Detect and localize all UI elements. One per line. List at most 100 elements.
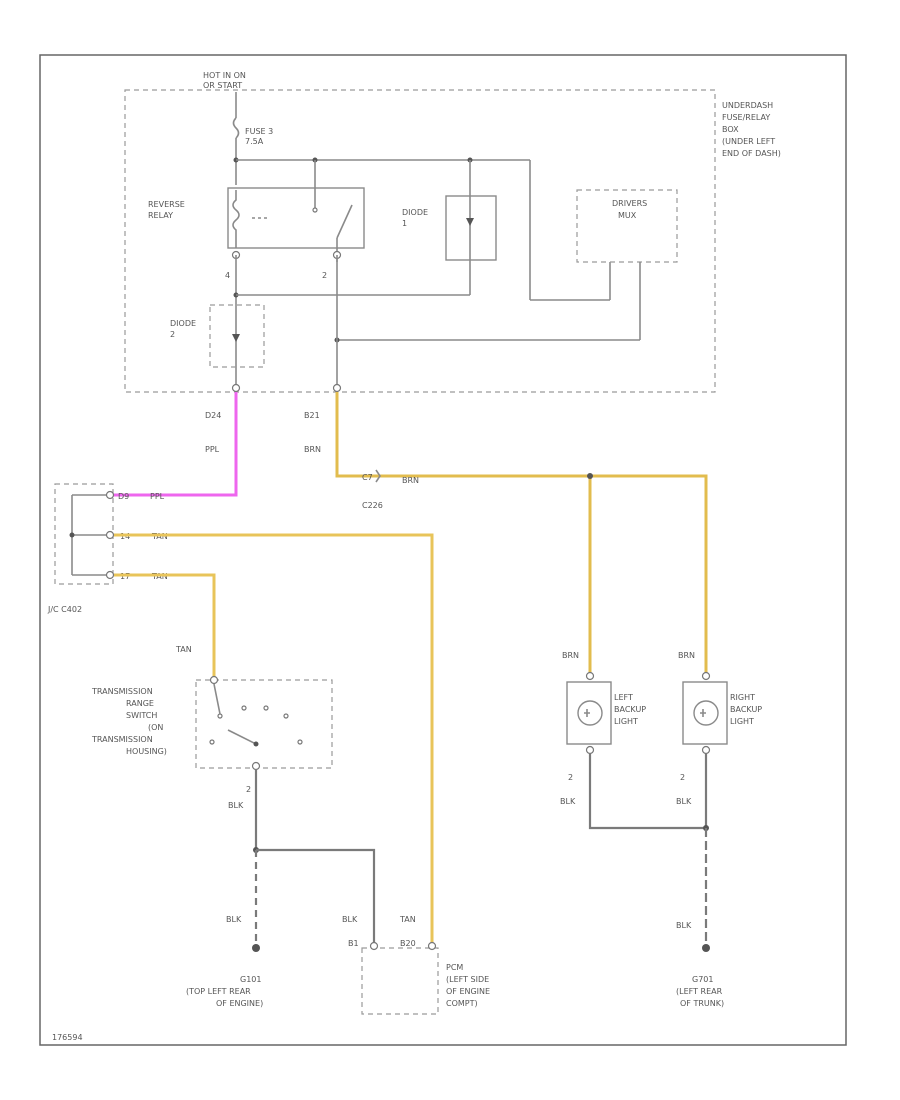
- pcm-blk-wire: [256, 848, 376, 942]
- pcm-label-2: (LEFT SIDE: [446, 975, 489, 984]
- left-light-label-2: BACKUP: [614, 705, 646, 714]
- right-light-label-2: BACKUP: [730, 705, 762, 714]
- drivers-mux-box: [576, 189, 678, 263]
- right-light-pin-bottom: [701, 745, 711, 755]
- diagram-id: 176594: [52, 1033, 83, 1042]
- ground-right-blk: BLK: [676, 921, 692, 930]
- right-light-brn: BRN: [678, 651, 695, 660]
- pcm-tan: TAN: [399, 915, 416, 924]
- connector-c7-symbol: [375, 469, 381, 483]
- right-light-pin: 2: [680, 773, 685, 782]
- relay-label-1: REVERSE: [148, 200, 185, 209]
- diode1-box: [445, 195, 497, 261]
- wire-brn: BRN: [304, 445, 321, 454]
- fuse-box-label-3: BOX: [722, 125, 739, 134]
- ground-right-label-2: (LEFT REAR: [676, 987, 723, 996]
- ground-left-label-1: G101: [240, 975, 261, 984]
- right-light-filament: [700, 709, 706, 717]
- conn-c7: C7: [362, 473, 373, 482]
- ground-right-label-3: OF TRUNK): [680, 999, 724, 1008]
- jc-ppl-label: PPL: [150, 492, 165, 501]
- power-label-1: HOT IN ON: [203, 71, 246, 80]
- ppl-wire: [108, 392, 238, 497]
- right-light-pin-top: [701, 671, 711, 681]
- right-light-label-1: RIGHT: [730, 693, 755, 702]
- brn-wire-main: [335, 392, 708, 672]
- jc-label: J/C C402: [47, 605, 82, 614]
- fuse-box-label-1: UNDERDASH: [722, 101, 773, 110]
- wire-d24: D24: [205, 411, 221, 420]
- switch-contact-2: [241, 705, 247, 711]
- switch-arm: [227, 729, 257, 745]
- tan-wire-switch: [114, 573, 216, 676]
- ground-left-label-3: OF ENGINE): [216, 999, 263, 1008]
- switch-label-1: TRANSMISSION: [91, 687, 153, 696]
- switch-pivot: [253, 741, 259, 747]
- ground-left-blk: BLK: [226, 915, 242, 924]
- switch-label-4: (ON: [148, 723, 163, 732]
- left-light-label-1: LEFT: [614, 693, 633, 702]
- fuse-rating: 7.5A: [245, 137, 264, 146]
- diode2-label-1: DIODE: [170, 319, 196, 328]
- switch-contact-5: [297, 739, 303, 745]
- pcm-label-4: COMPT): [446, 999, 478, 1008]
- diode1-symbol: [466, 218, 474, 226]
- diode1-label-1: DIODE: [402, 208, 428, 217]
- switch-label-5: TRANSMISSION: [91, 735, 153, 744]
- terminal-b21: [332, 383, 342, 393]
- fuse-box-label-2: FUSE/RELAY: [722, 113, 770, 122]
- jc-pin-d9-label: D9: [118, 492, 129, 501]
- ground-left-eyelet: [252, 944, 260, 952]
- ground-right-eyelet: [702, 944, 710, 952]
- wire-b21: B21: [304, 411, 320, 420]
- fuse-name: FUSE 3: [245, 127, 273, 136]
- wire-ppl: PPL: [205, 445, 220, 454]
- pcm-pin-b20: [427, 941, 437, 951]
- left-light-bulb: [577, 700, 603, 726]
- left-light-pin-top: [585, 671, 595, 681]
- diode2-symbol: [232, 334, 240, 342]
- switch-label-3: SWITCH: [126, 711, 157, 720]
- pcm-box: [361, 947, 439, 1015]
- relay-pin-right: 2: [322, 271, 327, 280]
- ground-right-label-1: G701: [692, 975, 713, 984]
- relay-label-2: RELAY: [148, 211, 173, 220]
- reverse-relay-box: [227, 187, 365, 249]
- pcm-blk: BLK: [342, 915, 358, 924]
- switch-contact-6: [209, 739, 215, 745]
- jc-splice: [69, 532, 75, 538]
- left-light-pin-bottom: [585, 745, 595, 755]
- left-light-blk: BLK: [560, 797, 576, 806]
- left-light-box: [566, 681, 612, 745]
- wire-brn-2: BRN: [402, 476, 419, 485]
- switch-blk: BLK: [228, 801, 244, 810]
- power-label-2: OR START: [203, 81, 242, 90]
- switch-label-6: HOUSING): [126, 747, 167, 756]
- left-light-brn: BRN: [562, 651, 579, 660]
- relay-contact-point: [312, 207, 318, 213]
- switch-pin-2: 2: [246, 785, 251, 794]
- switch-contact-1: [217, 713, 223, 719]
- right-light-blk: BLK: [676, 797, 692, 806]
- jc-pin-14: [105, 530, 115, 540]
- pcm-label-3: OF ENGINE: [446, 987, 490, 996]
- tan-wire-pcm: [114, 533, 434, 942]
- pcm-pin-b1-label: B1: [348, 939, 359, 948]
- left-light-pin: 2: [568, 773, 573, 782]
- diode1-label-2: 1: [402, 219, 407, 228]
- trans-switch-pin-2: [251, 761, 261, 771]
- switch-feed: [213, 683, 221, 715]
- left-light-label-3: LIGHT: [614, 717, 638, 726]
- fuse-relay-box-outline: [124, 89, 716, 393]
- mux-label-2: MUX: [618, 211, 637, 220]
- relay-pin-left: 4: [225, 271, 230, 280]
- trans-switch-pin-top: [209, 675, 219, 685]
- right-light-label-3: LIGHT: [730, 717, 754, 726]
- jc-pin-d9: [105, 490, 115, 500]
- fuse-symbol: [232, 117, 240, 139]
- switch-contact-3: [263, 705, 269, 711]
- pcm-label-1: PCM: [446, 963, 463, 972]
- left-light-ground-wire: [588, 754, 706, 830]
- switch-contact-4: [283, 713, 289, 719]
- switch-tan-label: TAN: [175, 645, 192, 654]
